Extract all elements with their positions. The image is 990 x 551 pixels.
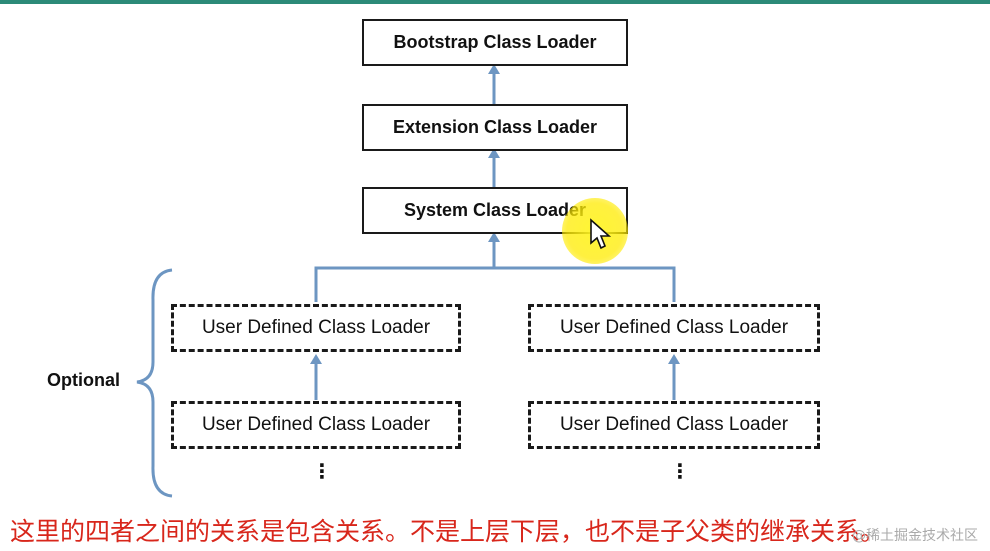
arrowhead-bootstrap bbox=[488, 64, 500, 74]
arrowhead-right-top bbox=[668, 354, 680, 364]
bootstrap-class-loader-box: Bootstrap Class Loader bbox=[362, 19, 628, 66]
optional-label: Optional bbox=[47, 370, 120, 390]
arrowhead-left-top bbox=[310, 354, 322, 364]
mouse-pointer-icon bbox=[590, 218, 612, 250]
user-defined-loader-left-top: User Defined Class Loader bbox=[171, 304, 461, 352]
top-accent-bar bbox=[0, 0, 990, 4]
arrowhead-extension bbox=[488, 148, 500, 158]
optional-brace bbox=[136, 268, 173, 498]
user-defined-loader-right-top: User Defined Class Loader bbox=[528, 304, 820, 352]
user-defined-loader-left-bottom: User Defined Class Loader bbox=[171, 401, 461, 449]
user-defined-loader-right-bottom: User Defined Class Loader bbox=[528, 401, 820, 449]
watermark: @稀土掘金技术社区 bbox=[852, 528, 978, 544]
arrowhead-system bbox=[488, 232, 500, 242]
arrow-users-to-system bbox=[314, 266, 676, 302]
ellipsis-left: ⋮ bbox=[312, 461, 332, 483]
extension-class-loader-box: Extension Class Loader bbox=[362, 104, 628, 151]
ellipsis-right: ⋮ bbox=[670, 461, 690, 483]
caption-text: 这里的四者之间的关系是包含关系。不是上层下层，也不是子父类的继承关系。 bbox=[10, 517, 886, 546]
